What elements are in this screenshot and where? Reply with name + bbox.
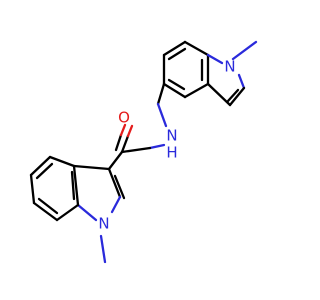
double-bond	[167, 78, 186, 91]
amide-linkage	[107, 82, 168, 171]
lower-indole-nitrogen-atom: N	[98, 215, 109, 233]
carbonyl-bond	[120, 134, 130, 154]
double-bond	[113, 174, 126, 200]
atom-label-lower-indole-n: N	[98, 215, 109, 233]
bond	[29, 173, 36, 205]
carbonyl-bond	[114, 133, 123, 152]
bond	[120, 146, 152, 154]
lower-indole	[29, 155, 126, 264]
upper-indole	[162, 40, 258, 107]
bond	[231, 40, 258, 61]
atom-label-upper-indole-n: N	[224, 58, 235, 76]
oxygen-atom: O	[118, 109, 130, 127]
bond	[48, 155, 76, 168]
carbonyl-bond	[126, 124, 134, 138]
bond	[206, 53, 224, 65]
bond	[32, 201, 59, 222]
bond	[148, 143, 166, 150]
bond	[228, 86, 246, 107]
bond	[107, 150, 124, 171]
bond	[237, 73, 246, 90]
bond	[206, 82, 232, 107]
bond	[162, 40, 187, 57]
double-bond	[226, 88, 240, 103]
bond	[183, 82, 210, 99]
carbonyl-bond	[119, 123, 127, 137]
amide-nitrogen-atom: N	[166, 127, 177, 145]
double-bond	[167, 47, 187, 61]
bond	[110, 195, 122, 214]
atom-label-oxygen: O	[118, 109, 130, 127]
upper-indole-nitrogen-atom: N	[224, 58, 235, 76]
amide-hydrogen-atom: H	[166, 144, 177, 162]
double-bond	[70, 170, 76, 201]
bond	[29, 155, 52, 177]
bond	[162, 82, 187, 99]
chemical-structure: O N H N N	[29, 40, 258, 264]
double-bond	[35, 162, 54, 180]
bond	[72, 164, 80, 207]
bond	[55, 203, 80, 222]
bond	[99, 234, 107, 264]
double-bond	[37, 197, 59, 215]
bond	[156, 102, 168, 128]
bond	[107, 167, 122, 199]
bond	[72, 164, 111, 171]
bond	[76, 203, 98, 222]
bond	[156, 82, 166, 106]
atom-label-amide-nh: N H	[166, 127, 177, 162]
bond	[183, 40, 210, 57]
